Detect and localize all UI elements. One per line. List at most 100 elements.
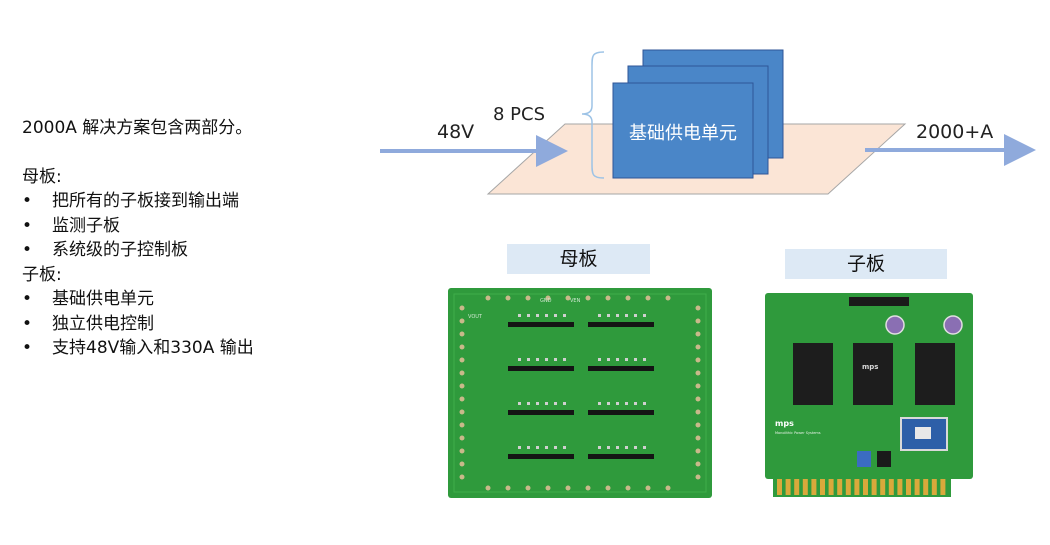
- edge-pad: [695, 435, 701, 441]
- power-module: [915, 343, 955, 405]
- smd-part: [616, 402, 619, 405]
- edge-pad: [525, 485, 531, 491]
- edge-pad: [695, 409, 701, 415]
- gold-finger: [931, 479, 937, 495]
- edge-pad: [665, 485, 671, 491]
- smd-part: [625, 402, 628, 405]
- bullet-dot: •: [22, 191, 33, 211]
- edge-pad: [695, 305, 701, 311]
- edge-pad: [459, 344, 465, 350]
- gold-finger: [785, 479, 791, 495]
- edge-pad: [695, 422, 701, 428]
- edge-pad: [505, 295, 511, 301]
- connector-bar: [508, 410, 574, 415]
- small-connector: [877, 451, 891, 467]
- edge-pad: [459, 474, 465, 480]
- smd-part: [527, 446, 530, 449]
- motherboard-heading: 母板:: [22, 166, 62, 187]
- brand-marking: mps: [862, 363, 878, 371]
- gold-finger: [914, 479, 920, 495]
- smd-part: [616, 446, 619, 449]
- smd-part: [527, 358, 530, 361]
- gold-finger: [777, 479, 782, 495]
- smd-part: [554, 402, 557, 405]
- smd-part: [536, 314, 539, 317]
- edge-pad: [695, 448, 701, 454]
- smd-part: [518, 402, 521, 405]
- edge-pad: [565, 295, 571, 301]
- motherboard-edge-pads: [459, 295, 701, 491]
- unit-count-label: 8 PCS: [493, 104, 546, 125]
- smd-part: [634, 446, 637, 449]
- smd-part: [518, 314, 521, 317]
- smd-part: [607, 446, 610, 449]
- motherboard-item: •把所有的子板接到输出端: [22, 189, 362, 214]
- edge-pad: [459, 318, 465, 324]
- edge-pad: [459, 409, 465, 415]
- edge-pad: [459, 383, 465, 389]
- gold-finger: [888, 479, 894, 495]
- edge-pad: [695, 344, 701, 350]
- small-connector: [857, 451, 871, 467]
- edge-pad: [605, 295, 611, 301]
- quantity-brace: [581, 51, 605, 179]
- edge-pad: [695, 331, 701, 337]
- edge-pad: [459, 305, 465, 311]
- motherboard-connector-rows: [508, 314, 654, 459]
- smd-part: [536, 402, 539, 405]
- smd-part: [598, 314, 601, 317]
- smd-part: [643, 358, 646, 361]
- gold-finger: [897, 479, 903, 495]
- edge-pad: [695, 474, 701, 480]
- daughterboard-photo: mps mps Monolithic Power Systems: [765, 293, 973, 497]
- smd-part: [536, 358, 539, 361]
- edge-pad: [695, 383, 701, 389]
- power-flow-diagram: [380, 49, 1036, 195]
- smd-part: [607, 314, 610, 317]
- bullet-dot: •: [22, 240, 33, 260]
- connector-bar: [508, 366, 574, 371]
- edge-pad: [459, 435, 465, 441]
- smd-part: [545, 358, 548, 361]
- smd-part: [634, 358, 637, 361]
- gold-finger: [837, 479, 843, 495]
- smd-part: [554, 358, 557, 361]
- edge-pad: [695, 396, 701, 402]
- daughterboard-label: 子板: [785, 249, 947, 279]
- gold-finger: [871, 479, 877, 495]
- edge-pad: [585, 485, 591, 491]
- motherboard-marking-gnd: GND: [540, 298, 552, 304]
- gold-finger: [820, 479, 825, 495]
- gold-finger: [794, 479, 800, 495]
- gold-finger: [854, 479, 860, 495]
- brand-marking: mps: [775, 419, 794, 428]
- smd-part: [563, 402, 566, 405]
- smd-part: [634, 402, 637, 405]
- gold-finger: [802, 479, 808, 495]
- edge-pad: [459, 357, 465, 363]
- motherboard-pcb: [448, 288, 712, 498]
- edge-pad: [605, 485, 611, 491]
- bullet-dot: •: [22, 313, 33, 334]
- smd-part: [643, 402, 646, 405]
- solution-description: 2000A 解决方案包含两部分。 母板: •把所有的子板接到输出端 •监测子板 …: [22, 116, 362, 361]
- edge-pad: [695, 370, 701, 376]
- motherboard-item: •监测子板: [22, 214, 362, 239]
- smd-part: [634, 314, 637, 317]
- motherboard-item: •系统级的子控制板: [22, 238, 362, 263]
- edge-pad: [665, 295, 671, 301]
- smd-part: [554, 314, 557, 317]
- edge-pad: [459, 396, 465, 402]
- smd-part: [563, 358, 566, 361]
- edge-pad: [625, 485, 631, 491]
- smd-part: [643, 446, 646, 449]
- edge-pad: [459, 448, 465, 454]
- edge-pad: [545, 295, 551, 301]
- smd-part: [554, 446, 557, 449]
- bullet-dot: •: [22, 338, 33, 358]
- smd-part: [545, 314, 548, 317]
- edge-pad: [565, 485, 571, 491]
- edge-pad: [459, 422, 465, 428]
- smd-part: [598, 402, 601, 405]
- connector-bar: [588, 410, 654, 415]
